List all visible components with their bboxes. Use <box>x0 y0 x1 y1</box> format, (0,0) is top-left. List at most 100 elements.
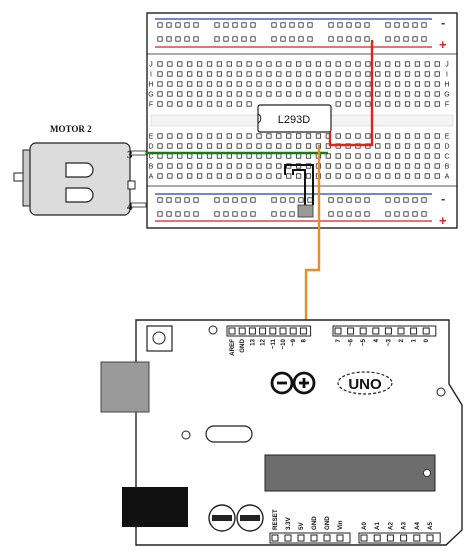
hole <box>335 61 341 67</box>
hole <box>394 143 401 149</box>
pin-label: ~5 <box>360 338 367 346</box>
hole <box>276 71 282 77</box>
hole <box>232 211 238 217</box>
pin-label: 0 <box>423 338 430 342</box>
header-pin <box>336 534 344 542</box>
hole <box>256 143 262 149</box>
header-pin <box>360 534 368 542</box>
hole <box>404 173 411 179</box>
hole <box>232 36 238 42</box>
hole <box>241 197 247 203</box>
hole <box>404 71 411 77</box>
mount-hole-1 <box>208 325 218 335</box>
hole <box>177 101 183 107</box>
black-wire-1 <box>284 164 314 205</box>
hole <box>414 143 421 149</box>
hole <box>175 22 181 28</box>
pin-label: A4 <box>414 522 421 530</box>
arduino-logo <box>270 371 316 395</box>
hole <box>241 36 247 42</box>
hole <box>424 71 430 77</box>
hole <box>414 173 421 179</box>
row-letter: H <box>444 82 449 89</box>
hole <box>298 22 304 28</box>
hole <box>328 36 334 42</box>
hole <box>335 81 341 87</box>
hole <box>414 81 421 87</box>
hole <box>223 36 229 42</box>
hole <box>295 61 302 67</box>
hole <box>295 173 302 179</box>
hole <box>196 81 203 87</box>
hole <box>187 81 193 87</box>
black-wire-2 <box>292 169 306 205</box>
hole <box>289 197 295 203</box>
hole <box>216 133 222 139</box>
hole <box>305 81 312 87</box>
hole <box>346 36 352 42</box>
hole <box>337 197 343 203</box>
hole <box>315 81 322 87</box>
hole <box>266 143 272 149</box>
hole <box>246 173 252 179</box>
hole <box>385 101 391 107</box>
hole <box>365 153 371 159</box>
hole <box>325 71 331 77</box>
hole <box>365 173 371 179</box>
header-pin <box>238 327 246 335</box>
hole <box>177 91 183 97</box>
pin-label: A5 <box>427 522 434 530</box>
header-pin <box>426 534 434 542</box>
motor-pin-3-label: 3 <box>127 149 133 161</box>
hole <box>206 81 213 87</box>
pin-label: 13 <box>249 338 256 345</box>
hole <box>375 143 381 149</box>
hole <box>157 197 163 203</box>
hole <box>157 22 163 28</box>
hole <box>236 61 242 67</box>
header-pin <box>384 327 392 335</box>
hole <box>424 173 430 179</box>
hole <box>385 211 391 217</box>
hole <box>385 71 391 77</box>
hole <box>414 61 421 67</box>
hole <box>236 143 242 149</box>
hole <box>223 197 229 203</box>
row-letter: G <box>444 92 449 99</box>
header-pin <box>248 327 256 335</box>
hole <box>315 133 322 139</box>
row-letter: D <box>444 144 449 151</box>
row-letter: J <box>445 62 449 69</box>
hole <box>177 71 183 77</box>
hole <box>335 173 341 179</box>
hole <box>177 143 183 149</box>
hole <box>214 36 220 42</box>
hole <box>365 91 371 97</box>
hole <box>250 197 256 203</box>
hole <box>305 173 312 179</box>
hole <box>355 163 361 169</box>
hole <box>325 163 331 169</box>
rail-plus-bottom: + <box>439 213 447 228</box>
motor-side-tab <box>127 180 136 190</box>
hole <box>157 61 163 67</box>
hole <box>177 81 183 87</box>
hole <box>365 71 371 77</box>
header-pin <box>310 534 318 542</box>
hole <box>305 91 312 97</box>
hole <box>364 197 370 203</box>
hole <box>434 153 440 159</box>
hole <box>355 61 361 67</box>
hole <box>403 22 409 28</box>
hole <box>286 81 292 87</box>
hole <box>385 173 391 179</box>
header-strip <box>358 532 441 544</box>
hole <box>250 22 256 28</box>
hole <box>365 101 371 107</box>
hole <box>295 91 302 97</box>
hole <box>295 133 302 139</box>
hole <box>271 36 277 42</box>
row-letter: E <box>149 134 154 141</box>
